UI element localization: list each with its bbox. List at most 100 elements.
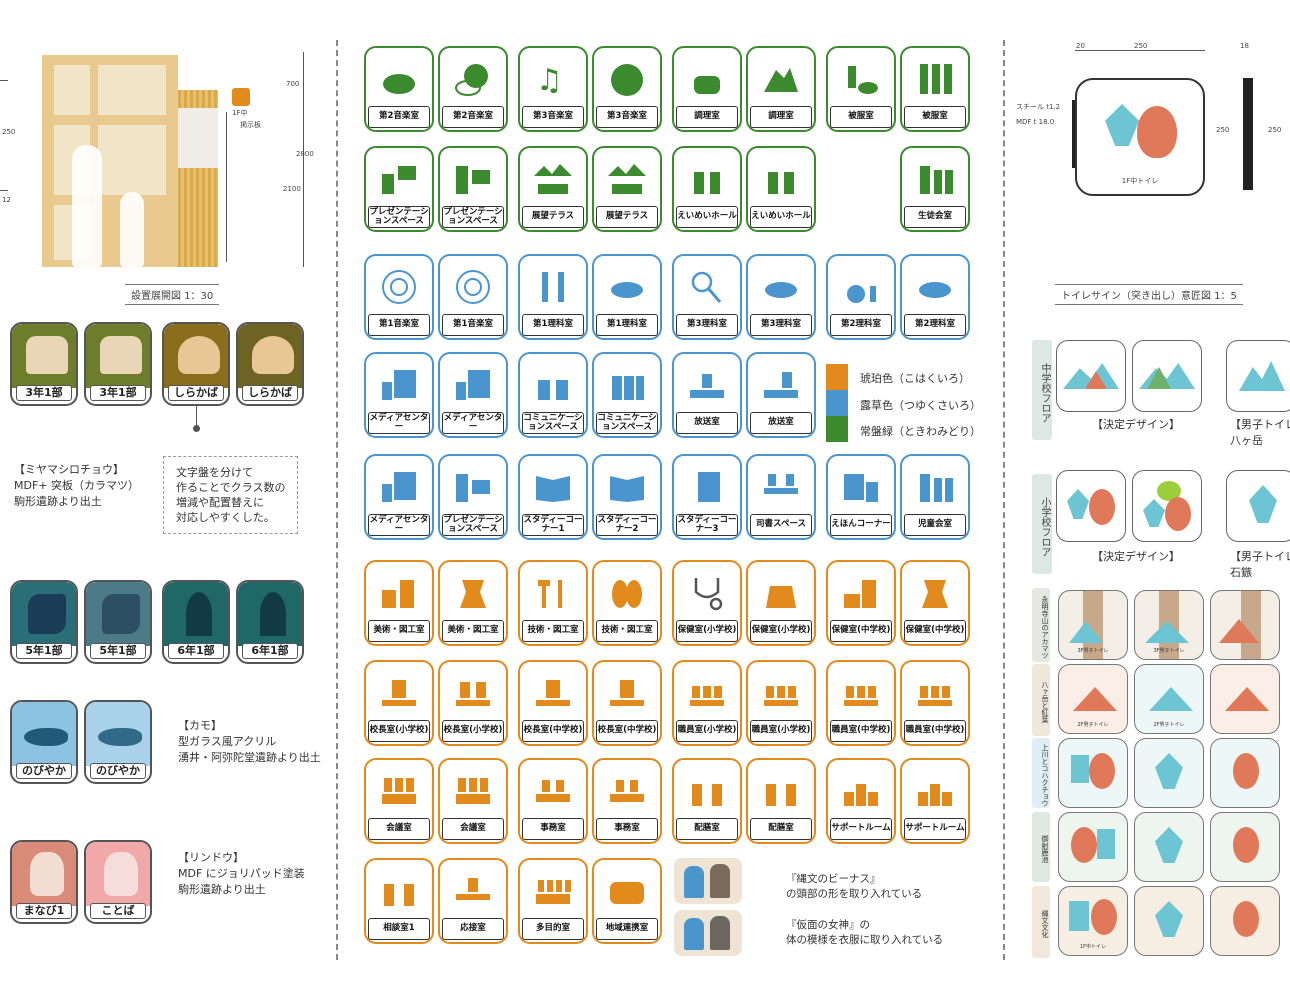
staff-desk-icon (690, 686, 724, 706)
people-icon (694, 172, 720, 194)
room-sign: スタディーコーナー3 (672, 454, 742, 540)
room-sign: コミュニケーションスペース (518, 352, 588, 438)
room-sign: メディアセンター (438, 352, 508, 438)
sewing-icon (848, 66, 878, 94)
bowl-icon (455, 64, 488, 96)
room-sign: 生徒会室 (900, 146, 970, 232)
pattern-tab-yatsugatake: 八ヶ岳と紅葉 (1032, 664, 1050, 736)
room-label: 職員室(中学校) (830, 720, 892, 742)
red-stone-icon (1137, 106, 1177, 158)
stone-arrowhead-icon (1249, 485, 1277, 523)
class-sign-5-1: 5年1部 (10, 580, 78, 664)
paint-icon (382, 580, 414, 608)
fish-icon (919, 282, 951, 298)
clothing-icon (920, 64, 952, 94)
principal-desk-icon (456, 682, 490, 706)
dogu-icon (460, 580, 486, 608)
pattern-sample (1134, 812, 1204, 882)
pattern-sample: 3F男子トイレ (1134, 590, 1204, 660)
open-book-icon (536, 476, 570, 502)
room-label: 調理室 (676, 106, 738, 128)
plant-icon (186, 592, 212, 636)
pattern-sample (1210, 886, 1280, 956)
venus-note: 『縄文のビーナス』の頭部の形を取り入れている (786, 873, 923, 900)
pattern-sample (1210, 738, 1280, 808)
legend-label: 琥珀色（こはくいろ） (860, 372, 970, 385)
pattern-sample (1210, 812, 1280, 882)
leaf-icon (1157, 481, 1181, 501)
pattern-tab-pond: 御射鹿池 (1032, 812, 1050, 882)
venus-figure-sample (674, 858, 742, 904)
book-icon (456, 370, 490, 400)
room-sign: 美術・図工室 (438, 560, 508, 646)
class-sign-6-1-alt: 6年1部 (236, 580, 304, 664)
pot-icon (694, 76, 720, 94)
class-sign-3-1: 3年1部 (10, 322, 78, 406)
bird-icon (102, 594, 140, 634)
duck-icon (24, 728, 68, 746)
room-label: 職員室(中学校) (904, 720, 966, 742)
sign-text: 1F中トイレ (1121, 177, 1159, 185)
stone-arrowhead-icon (1067, 489, 1089, 519)
room-sign: プレゼンテーションスペース (438, 454, 508, 540)
pattern-sample (1058, 812, 1128, 882)
principal-desk-icon (610, 680, 644, 706)
room-label: えいめいホール (750, 206, 812, 228)
room-label: 会議室 (442, 818, 504, 840)
presentation-icon (456, 166, 490, 194)
room-label: 事務室 (522, 818, 584, 840)
legend-swatch-blue (826, 390, 848, 416)
room-sign: 調理室 (746, 46, 816, 132)
red-stone-icon (1089, 489, 1115, 525)
room-sign: 技術・図工室 (518, 560, 588, 646)
dim-18: 18 (1240, 42, 1249, 50)
butterfly-icon (26, 336, 68, 374)
toilet-design-jh-1 (1056, 340, 1126, 412)
room-sign: 相談室1 (364, 858, 434, 944)
room-label: 保健室(小学校) (750, 620, 812, 642)
room-sign: 事務室 (518, 758, 588, 844)
consultation-icon (384, 884, 414, 906)
room-sign: スタディーコーナー1 (518, 454, 588, 540)
mountain-icon (764, 68, 798, 92)
bowl-icon (383, 74, 415, 94)
support-icon (844, 784, 878, 806)
board-label: 掲示板 (240, 121, 261, 129)
gentian-icon (30, 852, 64, 896)
room-label: メディアセンター (368, 514, 430, 536)
room-label: サポートルーム (904, 818, 966, 840)
note-butterfly: 【ミヤマシロチョウ】MDF+ 突板（カラマツ）駒形遺跡より出土 (14, 463, 140, 508)
room-label: 調理室 (750, 106, 812, 128)
room-label: 第1音楽室 (368, 314, 430, 336)
room-sign: メディアセンター (364, 454, 434, 540)
room-label: スタディーコーナー1 (522, 514, 584, 536)
office-icon (536, 780, 570, 802)
room-sign: 会議室 (438, 758, 508, 844)
staff-desk-icon (764, 686, 798, 706)
room-sign: えいめいホール (746, 146, 816, 232)
room-sign: 技術・図工室 (592, 560, 662, 646)
room-label: 展望テラス (596, 206, 658, 228)
room-sign: 保健室(中学校) (900, 560, 970, 646)
floor-tab-junior-high: 中学校フロア (1032, 340, 1052, 440)
stone-arrowhead-icon (1105, 104, 1139, 146)
legend-swatch-green (826, 416, 848, 442)
goddess-note: 『仮面の女神』の体の模様を衣服に取り入れている (786, 919, 944, 946)
class-label: のびやか (90, 763, 146, 779)
room-sign: 校長室(中学校) (518, 660, 588, 746)
child-silhouette (120, 192, 144, 267)
room-label: 校長室(小学校) (368, 720, 430, 742)
room-sign: 展望テラス (518, 146, 588, 232)
sign-side-view (1243, 78, 1253, 190)
room-label: 第3理科室 (676, 314, 738, 336)
pattern-sample (1210, 664, 1280, 734)
separator-right (1003, 40, 1005, 960)
staff-desk-icon (844, 686, 878, 706)
meeting-icon (456, 778, 490, 804)
pattern-sample (1134, 738, 1204, 808)
pottery-icon (611, 64, 643, 96)
librarian-icon (764, 474, 798, 494)
room-label: 配膳室 (750, 818, 812, 840)
room-sign: 第2理科室 (826, 254, 896, 340)
toilet-sign-plate: 1F中トイレ (1075, 78, 1205, 196)
